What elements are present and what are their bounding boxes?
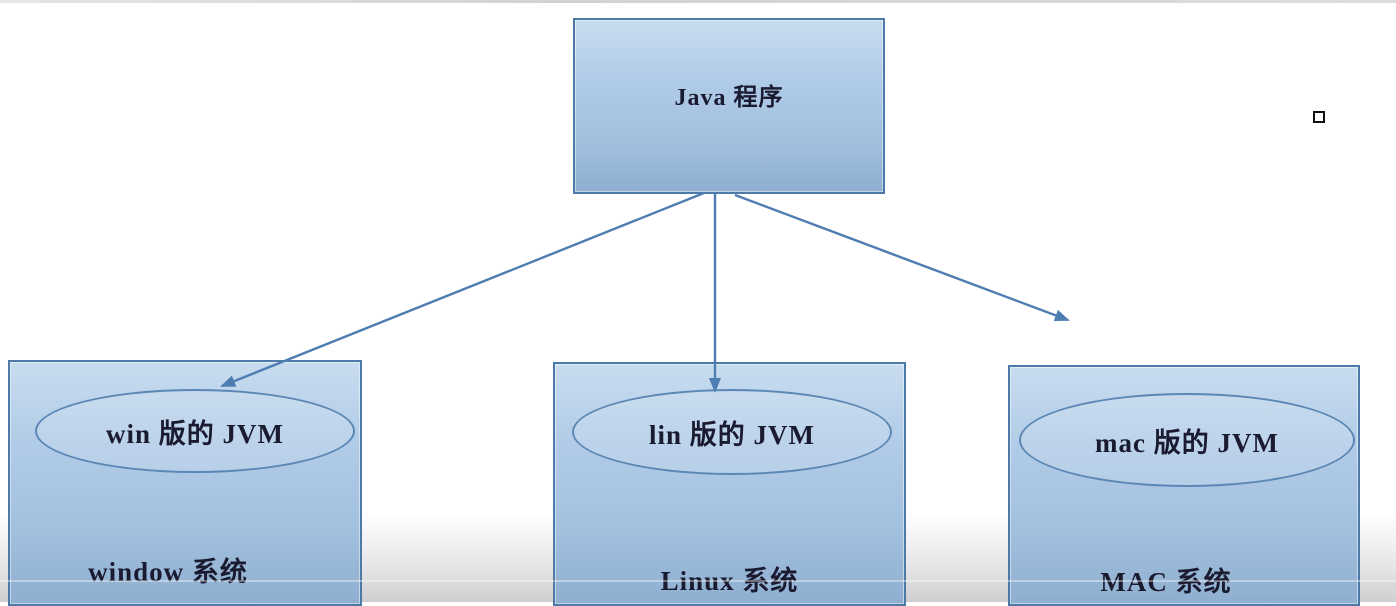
ellipse-win-jvm: win 版的 JVM — [35, 389, 355, 473]
ellipse-mac-jvm: mac 版的 JVM — [1019, 393, 1355, 487]
stray-square-glyph — [1313, 111, 1325, 123]
ellipse-linux-jvm: lin 版的 JVM — [572, 389, 892, 475]
node-java-program: Java 程序 — [573, 18, 885, 194]
video-scanline-artifact — [0, 580, 1396, 582]
node-java-program-label: Java 程序 — [674, 84, 784, 111]
ellipse-linux-jvm-label: lin 版的 JVM — [648, 419, 815, 450]
arrow-to-windows — [220, 191, 705, 388]
top-edge-line — [0, 0, 1396, 3]
ellipse-mac-jvm-label: mac 版的 JVM — [1095, 427, 1279, 458]
arrow-to-mac — [734, 193, 1070, 322]
node-linux-system: lin 版的 JVM Linux 系统 — [553, 362, 906, 606]
node-mac-system-label: MAC 系统 — [1100, 567, 1232, 597]
node-linux-system-label: Linux 系统 — [660, 566, 799, 596]
node-mac-system: mac 版的 JVM MAC 系统 — [1008, 365, 1360, 606]
ellipse-win-jvm-label: win 版的 JVM — [106, 418, 284, 449]
node-windows-system-label: window 系统 — [88, 557, 248, 587]
node-windows-system: win 版的 JVM window 系统 — [8, 360, 362, 606]
